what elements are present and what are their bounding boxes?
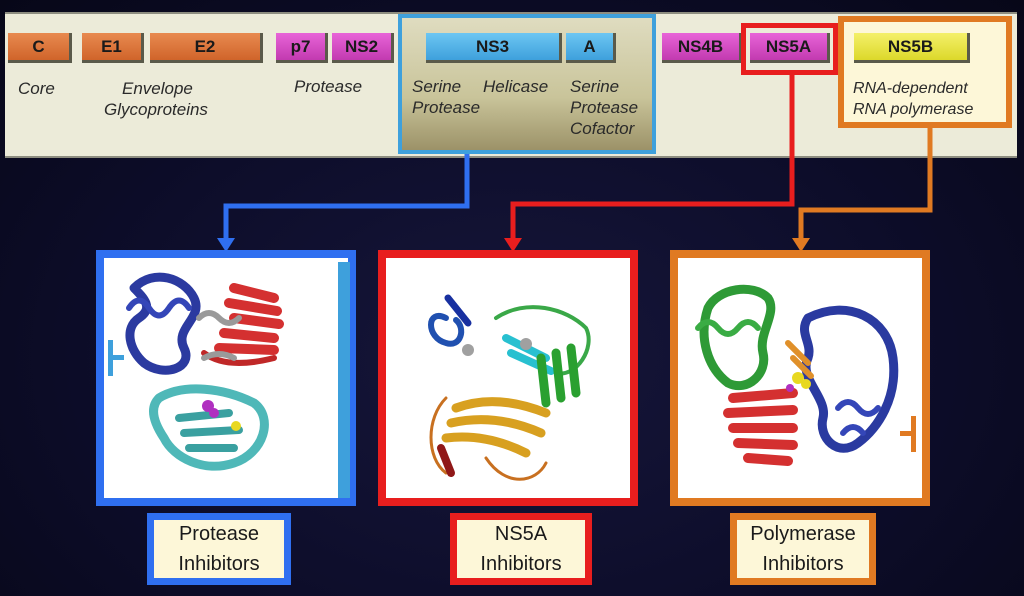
orange-coil bbox=[429, 396, 548, 481]
gene-ns5b: NS5B bbox=[854, 33, 970, 63]
func-protease: Protease bbox=[294, 77, 363, 96]
protease-arrowhead bbox=[217, 238, 235, 252]
label-line2: Inhibitors bbox=[178, 553, 260, 575]
panel-accent-bar bbox=[338, 262, 350, 498]
teal-sheets bbox=[175, 409, 243, 452]
protease-protein-structure bbox=[125, 272, 284, 471]
func-cofactor-line1: Serine bbox=[570, 77, 620, 96]
navy-strand bbox=[444, 294, 472, 327]
inhibitor-mark-horizontal bbox=[108, 355, 124, 360]
grey-atom bbox=[462, 344, 474, 356]
func-cofactor-line2: Protease bbox=[570, 98, 639, 117]
func-envelope-line1: Envelope bbox=[122, 79, 193, 98]
gene-ns5a: NS5A bbox=[750, 33, 830, 63]
ns5a-protein-structure bbox=[428, 294, 591, 481]
gene-ns4b: NS4B bbox=[662, 33, 742, 63]
red-sheet-domain bbox=[723, 388, 798, 466]
func-helicase: Helicase bbox=[483, 77, 549, 96]
blue-loop bbox=[126, 297, 192, 319]
protease-inhibitors-label: Protease Inhibitors bbox=[147, 513, 291, 585]
gene-ns2: NS2 bbox=[332, 33, 394, 63]
func-serine-protease-line2: Protease bbox=[412, 98, 481, 117]
label-line2: Inhibitors bbox=[480, 553, 562, 575]
green-helix-domain bbox=[699, 284, 776, 391]
polymerase-arrowhead bbox=[792, 238, 810, 252]
polymerase-protein-structure bbox=[695, 284, 899, 466]
func-envelope-line2: Glycoproteins bbox=[104, 100, 208, 119]
blue-helix-domain bbox=[125, 272, 201, 375]
label-line2: Inhibitors bbox=[762, 553, 844, 575]
func-polymerase-line2: RNA polymerase bbox=[853, 101, 974, 118]
ns5a-highlight-frame bbox=[741, 23, 838, 75]
dark-red-strand bbox=[437, 444, 455, 477]
gene-a: A bbox=[566, 33, 616, 63]
magenta-atom bbox=[786, 384, 794, 392]
red-sheet-domain bbox=[214, 283, 284, 355]
polymerase-inhibitors-label: Polymerase Inhibitors bbox=[730, 513, 876, 585]
func-serine-protease-line1: Serine bbox=[412, 77, 462, 96]
polymerase-structure-panel bbox=[670, 250, 930, 506]
polymerase-connector bbox=[798, 128, 933, 240]
gene-e1: E1 bbox=[82, 33, 144, 63]
protease-connector bbox=[223, 154, 470, 240]
teal-domain bbox=[149, 384, 269, 471]
yellow-orange-strands bbox=[441, 397, 551, 458]
gene-p7: p7 bbox=[276, 33, 328, 63]
protease-structure-panel bbox=[96, 250, 356, 506]
label-line1: Polymerase bbox=[750, 523, 856, 545]
yellow-ligand bbox=[231, 421, 241, 431]
ns5a-arrowhead bbox=[504, 238, 522, 252]
ns5a-connector bbox=[510, 75, 795, 240]
gene-e2: E2 bbox=[150, 33, 263, 63]
func-polymerase-line1: RNA-dependent bbox=[853, 80, 968, 97]
label-line1: NS5A bbox=[494, 523, 548, 545]
green-sheets bbox=[536, 343, 581, 408]
ns5a-structure-panel bbox=[378, 250, 638, 506]
yellow-ligand bbox=[792, 372, 804, 384]
green-coils bbox=[695, 319, 761, 337]
label-line1: Protease bbox=[178, 523, 260, 545]
orange-strands bbox=[785, 340, 814, 379]
blue-helix-domain bbox=[800, 305, 899, 453]
gene-ns3: NS3 bbox=[426, 33, 562, 63]
func-core: Core bbox=[18, 79, 55, 98]
blue-loop bbox=[428, 313, 465, 347]
func-cofactor-line3: Cofactor bbox=[570, 119, 635, 138]
inhibitor-mark-horizontal bbox=[900, 431, 916, 436]
ns5a-inhibitors-label: NS5A Inhibitors bbox=[450, 513, 592, 585]
grey-coil bbox=[196, 310, 242, 361]
blue-coils bbox=[835, 399, 881, 436]
gene-c: C bbox=[8, 33, 72, 63]
